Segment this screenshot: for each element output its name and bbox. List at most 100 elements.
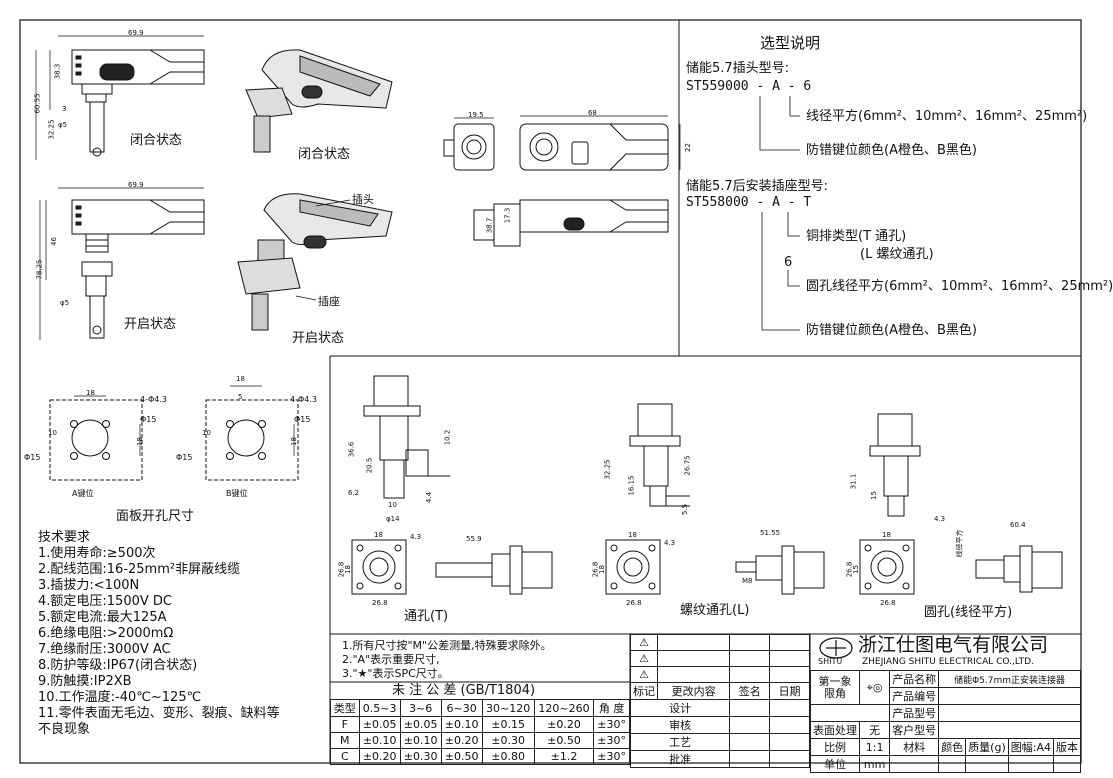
tech-title: 技术要求 [38, 530, 91, 545]
company-name-en: ZHEJIANG SHITU ELECTRICAL CO.,LTD. [862, 657, 1034, 667]
dim: 3 [62, 105, 67, 113]
table-cell: ±0.10 [440, 716, 483, 733]
dim: φ14 [386, 515, 400, 523]
table-cell: ±0.10 [399, 732, 442, 749]
socket-wire-note: 圆孔线径平方(6mm²、10mm²、16mm²、25mm²) [806, 279, 1113, 294]
dim: Φ15 [140, 415, 157, 424]
table-row: 类型 0.5~3 3~6 6~30 30~120 120~260 角 度 [330, 699, 630, 717]
company-logo-text: SHITU [818, 657, 843, 666]
dim: 69.9 [128, 29, 144, 37]
company-logo-icon [819, 637, 853, 659]
table-cell: ±0.80 [481, 748, 535, 765]
table-cell: ±0.30 [481, 732, 535, 749]
projection-symbol-icon: ⌖◎ [858, 670, 891, 705]
unit-label: 单位 [810, 755, 860, 773]
tech-item: 6.绝缘电阻:>2000mΩ [38, 626, 174, 641]
dim: 4-Φ4.3 [140, 395, 167, 404]
table-cell: 类型 [330, 699, 360, 717]
table-cell: 30~120 [481, 699, 535, 717]
dim: 18 [236, 375, 245, 383]
table-cell: ±0.50 [440, 748, 483, 765]
warning-icon: ⚠ [630, 666, 658, 683]
table-cell: ±0.10 [358, 732, 401, 749]
table-cell: ±0.05 [399, 716, 442, 733]
dim: 60.4 [1010, 521, 1026, 529]
plug-model-code: ST559000 - A - 6 [686, 79, 812, 94]
socket-model-code: ST558000 - A - T [686, 195, 812, 210]
table-cell: 3~6 [399, 699, 442, 717]
table-cell: ±0.50 [533, 732, 595, 749]
dim: 4.3 [934, 515, 946, 523]
tech-item: 1.使用寿命:≥500次 [38, 546, 156, 561]
product-no-label: 产品编号 [889, 687, 940, 705]
tech-item: 7.绝缘耐压:3000V AC [38, 642, 171, 657]
dim: 18 [374, 531, 383, 539]
table-cell: ±0.20 [358, 748, 401, 765]
socket-type-note-2: (L 螺纹通孔) [860, 247, 934, 262]
tech-item: 4.额定电压:1500V DC [38, 594, 172, 609]
socket-color-note: 防错键位颜色(A橙色、B黑色) [806, 323, 977, 338]
caption-open-2: 开启状态 [292, 331, 345, 346]
caption-thread: 螺纹通孔(L) [680, 603, 750, 618]
tech-item: 5.额定电流:最大125A [38, 610, 167, 625]
dim: 51.55 [760, 529, 781, 537]
label-plug: 插头 [352, 193, 374, 206]
table-row: C ±0.20 ±0.30 ±0.50 ±0.80 ±1.2 ±30° [330, 748, 630, 765]
dim: M8 [742, 577, 753, 585]
selection-title: 选型说明 [760, 34, 821, 52]
dim: Φ15 [24, 453, 41, 462]
table-cell: C [330, 748, 360, 765]
caption-round: 圆孔(线径平方) [924, 605, 1013, 620]
table-cell: ±0.15 [481, 716, 535, 733]
dim: 68 [588, 109, 597, 117]
tech-item: 11.零件表面无毛边、变形、裂痕、缺料等 [38, 706, 280, 721]
dim: 26.8 [880, 599, 896, 607]
socket-type-note: 铜排类型(T 通孔) [806, 229, 907, 244]
weight-label: 质量(g) [965, 738, 1009, 756]
tech-item: 不良现象 [38, 722, 91, 737]
scale-label: 比例 [810, 738, 860, 756]
rev-approve: 批准 [629, 750, 731, 768]
key-a-label: A键位 [72, 489, 94, 498]
company-header: SHITU 浙江仕图电气有限公司 ZHEJIANG SHITU ELECTRIC… [812, 636, 1081, 670]
dim: 69.9 [128, 181, 144, 189]
version-label: 版本 [1053, 738, 1081, 756]
product-name-label: 产品名称 [889, 670, 940, 688]
dim: Φ15 [176, 453, 193, 462]
table-cell: ±1.2 [533, 748, 595, 765]
dim: 10 [48, 429, 57, 437]
note-2: 2."A"表示重要尺寸, [342, 653, 440, 666]
company-name-cn: 浙江仕图电气有限公司 [858, 634, 1049, 656]
rev-col: 签名 [729, 682, 771, 700]
dim: 5 [238, 393, 243, 401]
dim: 18 [882, 531, 891, 539]
surface-value: 无 [858, 721, 891, 739]
rev-col: 标记 [630, 682, 658, 700]
rev-design: 设计 [629, 699, 731, 717]
tech-requirements: 技术要求 1.使用寿命:≥500次 2.配线范围:16-25mm²非屏蔽线缆 3… [38, 530, 328, 738]
projection-label: 第一象 限角 [810, 670, 860, 705]
label-socket: 插座 [318, 295, 340, 308]
warning-icon: ⚠ [630, 634, 658, 651]
dim: 55.9 [466, 535, 482, 543]
dim: 26.8 [372, 599, 388, 607]
material-label: 材料 [889, 738, 940, 756]
note-1: 1.所有尺寸按"M"公差测量,特殊要求除外。 [342, 639, 552, 652]
warning-icon: ⚠ [630, 650, 658, 667]
sheet-label: 图幅:A4 [1007, 738, 1055, 756]
table-row: M ±0.10 ±0.10 ±0.20 ±0.30 ±0.50 ±30° [330, 732, 630, 749]
key-b-label: B键位 [226, 489, 248, 498]
tech-item: 8.防护等级:IP67(闭合状态) [38, 658, 198, 673]
unit-value: mm [858, 755, 891, 773]
table-cell: F [330, 716, 360, 733]
tech-item: 3.插拔力:<100N [38, 578, 140, 593]
socket-6: 6 [784, 255, 793, 270]
caption-closed-2: 闭合状态 [298, 147, 351, 162]
table-cell: ±30° [593, 748, 630, 765]
plug-wire-note: 线径平方(6mm²、10mm²、16mm²、25mm²) [806, 109, 1088, 124]
